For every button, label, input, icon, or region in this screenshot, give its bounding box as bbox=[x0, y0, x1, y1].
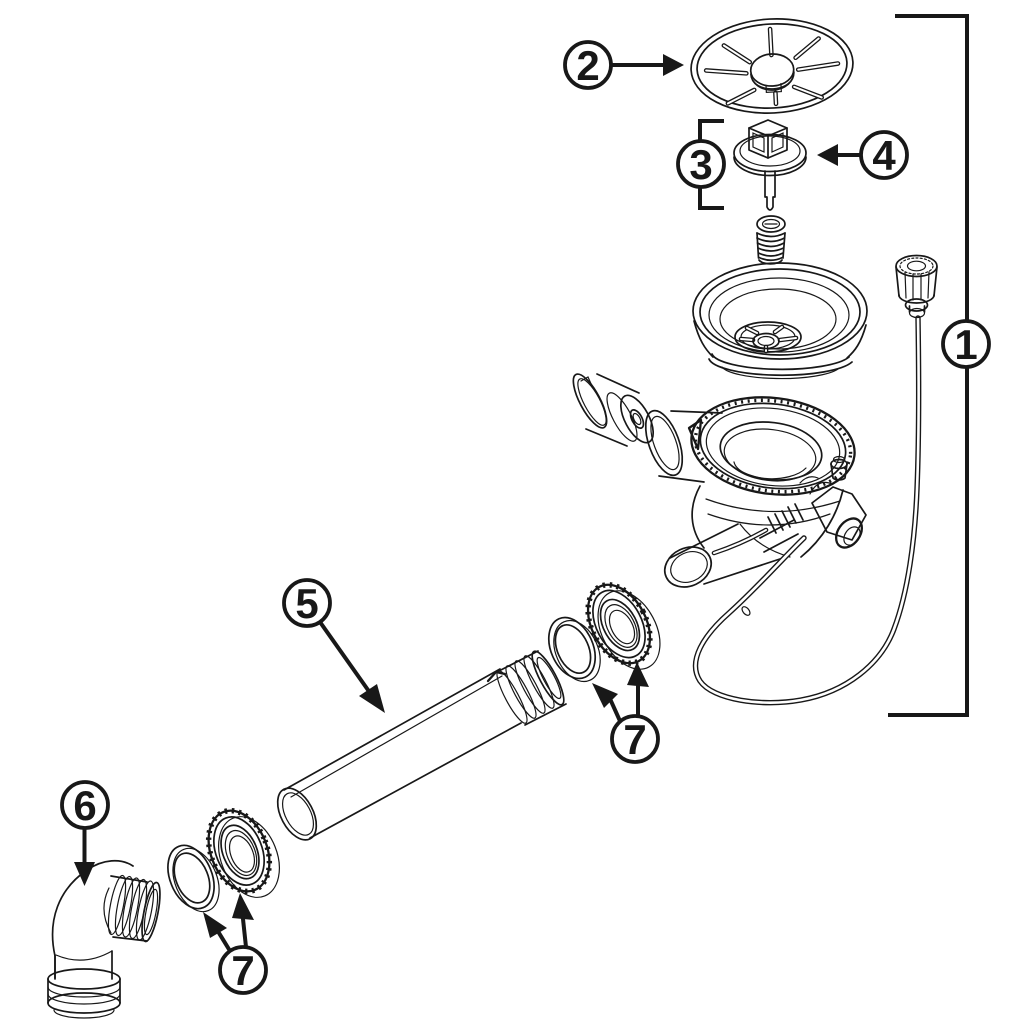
callout-2-balloon bbox=[563, 40, 613, 90]
callout-7a-arrowhead-washer bbox=[592, 683, 618, 708]
callout-7a-leader-washer bbox=[608, 698, 623, 724]
callout-2-arrowhead bbox=[663, 54, 684, 76]
cable-clamp-drawing bbox=[711, 455, 867, 556]
callout-7a-number: 7 bbox=[623, 716, 646, 763]
callout-7a-arrowhead-nut bbox=[627, 662, 649, 687]
callout-3: 3 bbox=[676, 119, 726, 210]
callout-4-number: 4 bbox=[872, 132, 896, 179]
callout-7b-arrowhead-washer bbox=[203, 912, 227, 938]
spring-drawing bbox=[756, 215, 786, 265]
callout-5-arrowhead bbox=[359, 684, 385, 713]
washer-nut-group-a bbox=[547, 582, 661, 683]
callout-1-number: 1 bbox=[954, 321, 977, 368]
callout-7a-balloon bbox=[610, 714, 660, 764]
callout-1: 1 bbox=[888, 14, 991, 717]
callout-3-balloon bbox=[676, 139, 726, 189]
pull-cable-drawing bbox=[692, 315, 922, 706]
callout-2-number: 2 bbox=[576, 42, 599, 89]
callout-5-balloon bbox=[282, 578, 332, 628]
callout-5-number: 5 bbox=[295, 580, 318, 627]
callout-4-arrowhead bbox=[817, 144, 838, 166]
callout-6-arrowhead bbox=[74, 862, 95, 886]
callout-7b-leader-nut bbox=[240, 916, 249, 950]
callout-7b: 7 bbox=[203, 893, 268, 995]
strainer-basket-drawing bbox=[692, 262, 868, 380]
callout-4: 4 bbox=[817, 130, 909, 180]
stopper-assembly-drawing bbox=[733, 119, 807, 211]
cable-knob-drawing bbox=[895, 254, 938, 319]
callout-3-number: 3 bbox=[689, 141, 712, 188]
callout-7b-balloon bbox=[218, 945, 268, 995]
callout-6: 6 bbox=[60, 780, 110, 886]
tailpipe-drawing bbox=[276, 650, 567, 841]
washer-nut-group-b bbox=[167, 807, 280, 913]
callout-7a: 7 bbox=[592, 662, 660, 764]
callout-7b-number: 7 bbox=[231, 947, 254, 994]
callout-7b-arrowhead-nut bbox=[232, 893, 254, 920]
overflow-cap-drawing bbox=[572, 373, 655, 447]
callout-1-balloon bbox=[941, 319, 991, 369]
callout-5-leader bbox=[317, 619, 371, 693]
callout-7b-leader-washer bbox=[216, 930, 233, 954]
callout-6-number: 6 bbox=[73, 782, 96, 829]
callout-4-balloon bbox=[859, 130, 909, 180]
callout-2: 2 bbox=[563, 40, 684, 90]
callout-5: 5 bbox=[282, 578, 385, 713]
callout-6-balloon bbox=[60, 780, 110, 830]
strainer-cover-drawing bbox=[690, 18, 854, 114]
drain-body-drawing bbox=[644, 396, 856, 588]
elbow-drawing bbox=[47, 859, 161, 1019]
